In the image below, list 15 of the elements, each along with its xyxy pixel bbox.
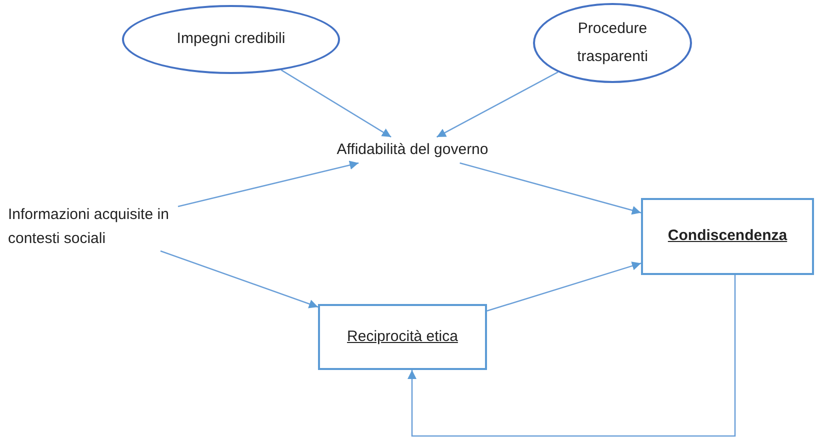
arrow — [408, 275, 736, 437]
node-label: Reciprocità etica — [347, 326, 458, 347]
arrow — [160, 250, 318, 308]
node-label: Impegni credibili — [176, 29, 286, 50]
node-label: Affidabilità del governo — [336, 140, 488, 160]
arrow — [280, 70, 392, 138]
arrow — [460, 162, 642, 215]
arrow — [436, 72, 558, 138]
node-label: Informazioni acquisite in contesti sociali — [8, 205, 170, 249]
process-box — [641, 198, 814, 275]
node-label: Procedure trasparenti — [576, 19, 649, 67]
node-label: Condiscendenza — [668, 226, 788, 246]
process-box — [318, 304, 487, 370]
arrow — [178, 160, 359, 208]
arrow — [486, 262, 642, 312]
